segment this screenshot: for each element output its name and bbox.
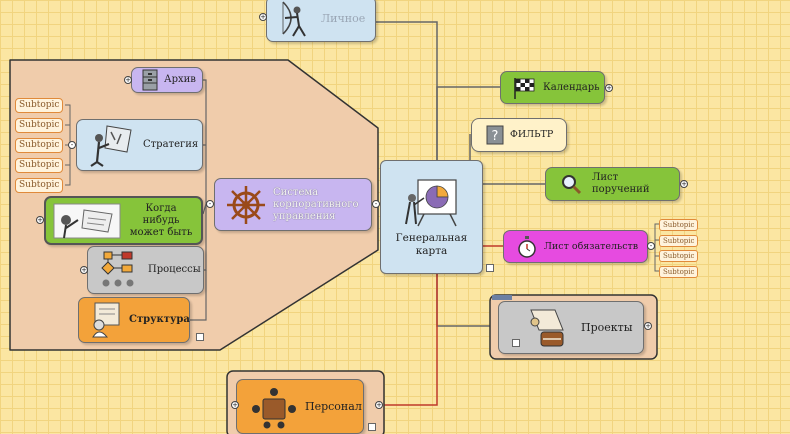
- topic-system-label: Система корпоративного управления: [273, 186, 359, 222]
- topic-structure-label: Структура: [129, 314, 190, 325]
- topic-structure[interactable]: Структура: [78, 297, 190, 343]
- topic-filter-label: ФИЛЬТР: [510, 129, 554, 141]
- chess-icon: [87, 122, 135, 168]
- expand-toggle[interactable]: +: [605, 84, 613, 92]
- expand-toggle[interactable]: +: [80, 266, 88, 274]
- topic-filter[interactable]: ? ФИЛЬТР: [471, 118, 567, 152]
- topic-personnel-label: Персонал: [305, 399, 362, 413]
- subtopic-node[interactable]: Subtopic: [15, 98, 64, 113]
- expand-toggle[interactable]: +: [36, 216, 44, 224]
- meeting-table-icon: [251, 385, 297, 429]
- expand-toggle[interactable]: +: [124, 76, 132, 84]
- blueprint-icon: [525, 306, 569, 350]
- stopwatch-icon: [516, 235, 538, 259]
- topic-archive-label: Архив: [164, 74, 196, 85]
- topic-personal[interactable]: Личное: [266, 0, 376, 42]
- presentation-chart-icon: [404, 176, 460, 228]
- topic-someday[interactable]: Когда нибудь может быть: [44, 196, 203, 245]
- subtopic-node[interactable]: Subtopic: [15, 118, 64, 133]
- expand-toggle[interactable]: -: [647, 242, 655, 250]
- expand-toggle[interactable]: -: [206, 200, 214, 208]
- topic-strategy-label: Стратегия: [143, 139, 199, 150]
- org-chart-icon: [87, 301, 123, 339]
- ship-wheel-icon: [225, 184, 267, 226]
- magnifier-icon: [560, 173, 582, 195]
- expand-toggle[interactable]: +: [231, 401, 239, 409]
- topic-archive[interactable]: Архив: [131, 67, 203, 93]
- expand-toggle[interactable]: +: [644, 322, 652, 330]
- topic-processes-label: Процессы: [148, 264, 201, 275]
- central-topic[interactable]: Генеральная карта: [380, 160, 483, 274]
- topic-obligations-label: Лист обязательств: [544, 240, 639, 252]
- expand-toggle[interactable]: -: [372, 200, 380, 208]
- checkered-flag-icon: [511, 76, 537, 100]
- subtopic-node[interactable]: Subtopic: [659, 250, 699, 262]
- dreamer-icon: [52, 200, 122, 242]
- subtopic-node[interactable]: Subtopic: [15, 178, 64, 193]
- topic-strategy[interactable]: Стратегия: [76, 119, 203, 171]
- topic-personal-label: Личное: [321, 12, 366, 26]
- topic-instructions-label: Лист поручений: [592, 172, 650, 195]
- note-icon[interactable]: [368, 423, 376, 431]
- cabinet-icon: [142, 69, 158, 91]
- topic-processes[interactable]: Процессы: [87, 246, 204, 294]
- expand-toggle[interactable]: +: [375, 401, 383, 409]
- topic-someday-label: Когда нибудь может быть: [129, 202, 193, 238]
- subtopic-node[interactable]: Subtopic: [15, 158, 64, 173]
- note-icon[interactable]: [486, 264, 494, 272]
- topic-system[interactable]: Система корпоративного управления: [214, 178, 372, 231]
- topic-obligations[interactable]: Лист обязательств: [503, 230, 648, 263]
- topic-calendar[interactable]: Календарь: [500, 71, 605, 104]
- svg-text:?: ?: [492, 129, 499, 144]
- archer-icon: [275, 0, 315, 38]
- topic-personnel[interactable]: Персонал: [236, 379, 364, 434]
- question-icon: ?: [486, 125, 504, 145]
- expand-toggle[interactable]: +: [680, 180, 688, 188]
- central-topic-label: Генеральная карта: [395, 232, 468, 257]
- note-icon[interactable]: [512, 339, 520, 347]
- topic-projects-label: Проекты: [581, 320, 633, 334]
- topic-calendar-label: Календарь: [543, 81, 600, 93]
- subtopic-node[interactable]: Subtopic: [15, 138, 64, 153]
- topic-instructions[interactable]: Лист поручений: [545, 167, 680, 201]
- subtopic-node[interactable]: Subtopic: [659, 235, 699, 247]
- topic-projects[interactable]: Проекты: [498, 301, 644, 354]
- expand-toggle[interactable]: -: [68, 141, 76, 149]
- note-icon[interactable]: [196, 333, 204, 341]
- expand-toggle[interactable]: +: [259, 13, 267, 21]
- subtopic-node[interactable]: Subtopic: [659, 266, 699, 278]
- flowchart-icon: [98, 250, 138, 290]
- subtopic-node[interactable]: Subtopic: [659, 219, 699, 231]
